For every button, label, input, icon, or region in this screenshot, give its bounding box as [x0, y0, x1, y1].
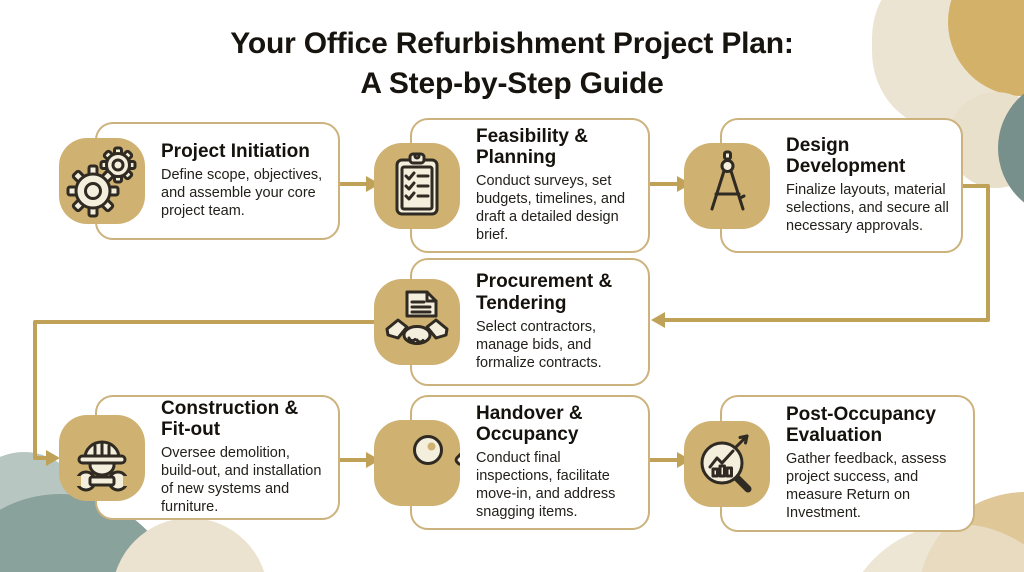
page-title-line2: A Step-by-Step Guide	[360, 66, 664, 100]
step-card-design-development: Design Development Finalize layouts, mat…	[684, 118, 963, 253]
page-title: Your Office Refurbishment Project Plan: …	[0, 24, 1024, 103]
step-card-procurement-tendering: Procurement & Tendering Select contracto…	[374, 258, 650, 386]
page-title-line1: Your Office Refurbishment Project Plan:	[230, 27, 794, 60]
step-title: Construction & Fit-out	[161, 397, 299, 441]
step-title: Post-Occupancy Evaluation	[786, 403, 936, 447]
handshake-contract-icon	[374, 279, 460, 365]
step-card-post-occupancy-evaluation: Post-Occupancy Evaluation Gather feedbac…	[684, 395, 975, 532]
step-card-handover-occupancy: Handover & Occupancy Conduct final inspe…	[374, 395, 650, 530]
step-description: Conduct surveys, set budgets, timelines,…	[476, 173, 626, 244]
step-title: Procurement & Tendering	[476, 271, 613, 314]
step-title: Project Initiation	[161, 140, 310, 162]
step-description: Gather feedback, assess project success,…	[786, 451, 947, 522]
key-icon	[374, 419, 460, 506]
magnifier-chart-icon	[684, 420, 770, 507]
gears-icon	[59, 138, 145, 224]
hard-hat-wrench-icon	[59, 414, 145, 501]
drafting-compass-icon	[684, 142, 770, 229]
step-description: Finalize layouts, material selections, a…	[786, 182, 949, 235]
step-description: Conduct final inspections, facilitate mo…	[476, 450, 616, 521]
step-title: Design Development	[786, 134, 906, 178]
step-card-project-initiation: Project Initiation Define scope, objecti…	[59, 122, 340, 240]
step-description: Oversee demolition, build-out, and insta…	[161, 445, 322, 516]
step-title: Feasibility & Planning	[476, 125, 588, 169]
step-description: Select contractors, manage bids, and for…	[476, 318, 602, 371]
step-card-feasibility-planning: Feasibility & Planning Conduct surveys, …	[374, 118, 650, 253]
clipboard-checklist-icon	[374, 142, 460, 229]
step-title: Handover & Occupancy	[476, 402, 583, 446]
step-description: Define scope, objectives, and assemble y…	[161, 167, 323, 220]
step-card-construction-fit-out: Construction & Fit-out Oversee demolitio…	[59, 395, 340, 520]
